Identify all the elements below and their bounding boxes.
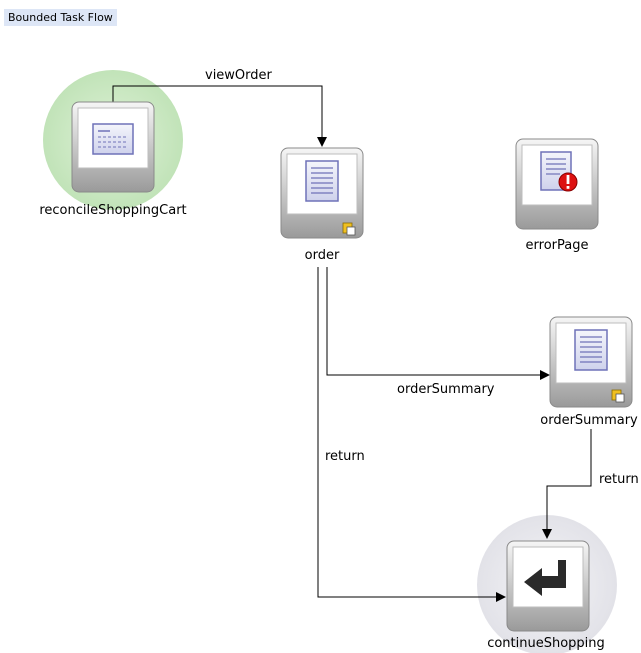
page-fragment-badge (342, 222, 356, 236)
edge-label-return-from-order: return (325, 449, 365, 464)
node-label: errorPage (526, 238, 589, 253)
edge-label-orderSummary: orderSummary (397, 382, 495, 397)
error-badge (558, 172, 578, 192)
node-label: continueShopping (487, 636, 605, 651)
node-order[interactable]: order (280, 147, 364, 263)
edge-viewOrder[interactable] (112, 85, 327, 147)
method-call-icon (92, 123, 134, 155)
node-label: order (305, 248, 340, 263)
node-orderSummary[interactable]: orderSummary (540, 316, 638, 428)
view-page-icon (305, 160, 339, 202)
node-label: orderSummary (540, 413, 638, 428)
node-label: reconcileShoppingCart (39, 203, 186, 218)
edge-return-from-order[interactable] (317, 267, 506, 602)
edge-label-viewOrder: viewOrder (205, 68, 273, 83)
node-continueShopping[interactable]: continueShopping (487, 540, 605, 651)
edge-orderSummary[interactable] (326, 267, 550, 380)
view-page-icon (574, 329, 608, 371)
page-fragment-badge (611, 389, 625, 403)
task-flow-return-icon (524, 560, 566, 596)
node-errorPage[interactable]: errorPage (515, 138, 599, 253)
edge-return-from-summary[interactable] (542, 429, 592, 539)
task-flow-type-tag: Bounded Task Flow (4, 9, 117, 26)
node-reconcileShoppingCart[interactable]: reconcileShoppingCart (39, 101, 187, 218)
edge-label-return-from-summary: return (599, 472, 639, 487)
